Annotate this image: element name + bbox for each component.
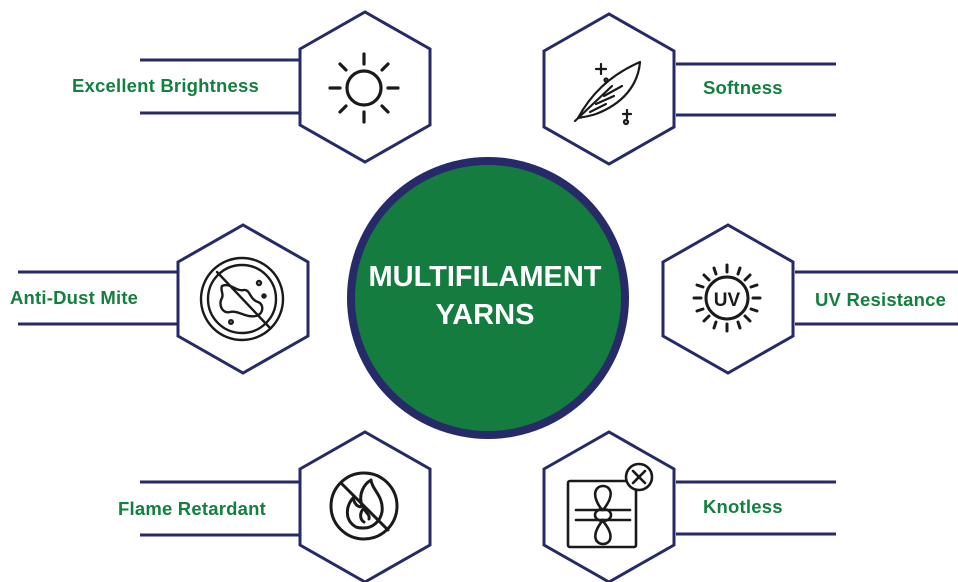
center-title-line1: MULTIFILAMENT [368, 261, 602, 293]
svg-text:UV: UV [714, 290, 741, 311]
feature-label-uv: UV Resistance [815, 289, 947, 310]
feature-label-knotless: Knotless [703, 496, 783, 517]
uv-sun-icon: UV [692, 263, 762, 333]
feature-label-flame: Flame Retardant [118, 498, 266, 519]
connector-lines [18, 58, 958, 537]
center-circle-fill [355, 165, 621, 431]
sun-icon [328, 52, 400, 124]
feature-label-dust: Anti-Dust Mite [10, 287, 139, 308]
hexagon-brightness [298, 10, 432, 164]
center-title: MULTIFILAMENT YARNS [340, 258, 630, 334]
no-dust-mite-icon [199, 256, 285, 342]
center-title-line2: YARNS [435, 299, 535, 331]
feather-icon [573, 60, 642, 126]
hexagon-knotless [542, 430, 676, 582]
knotless-rope-icon [566, 462, 654, 549]
no-flame-icon [329, 471, 399, 541]
feature-label-brightness: Excellent Brightness [72, 75, 260, 96]
hexagon-uv [661, 223, 795, 375]
feature-label-softness: Softness [703, 77, 783, 98]
